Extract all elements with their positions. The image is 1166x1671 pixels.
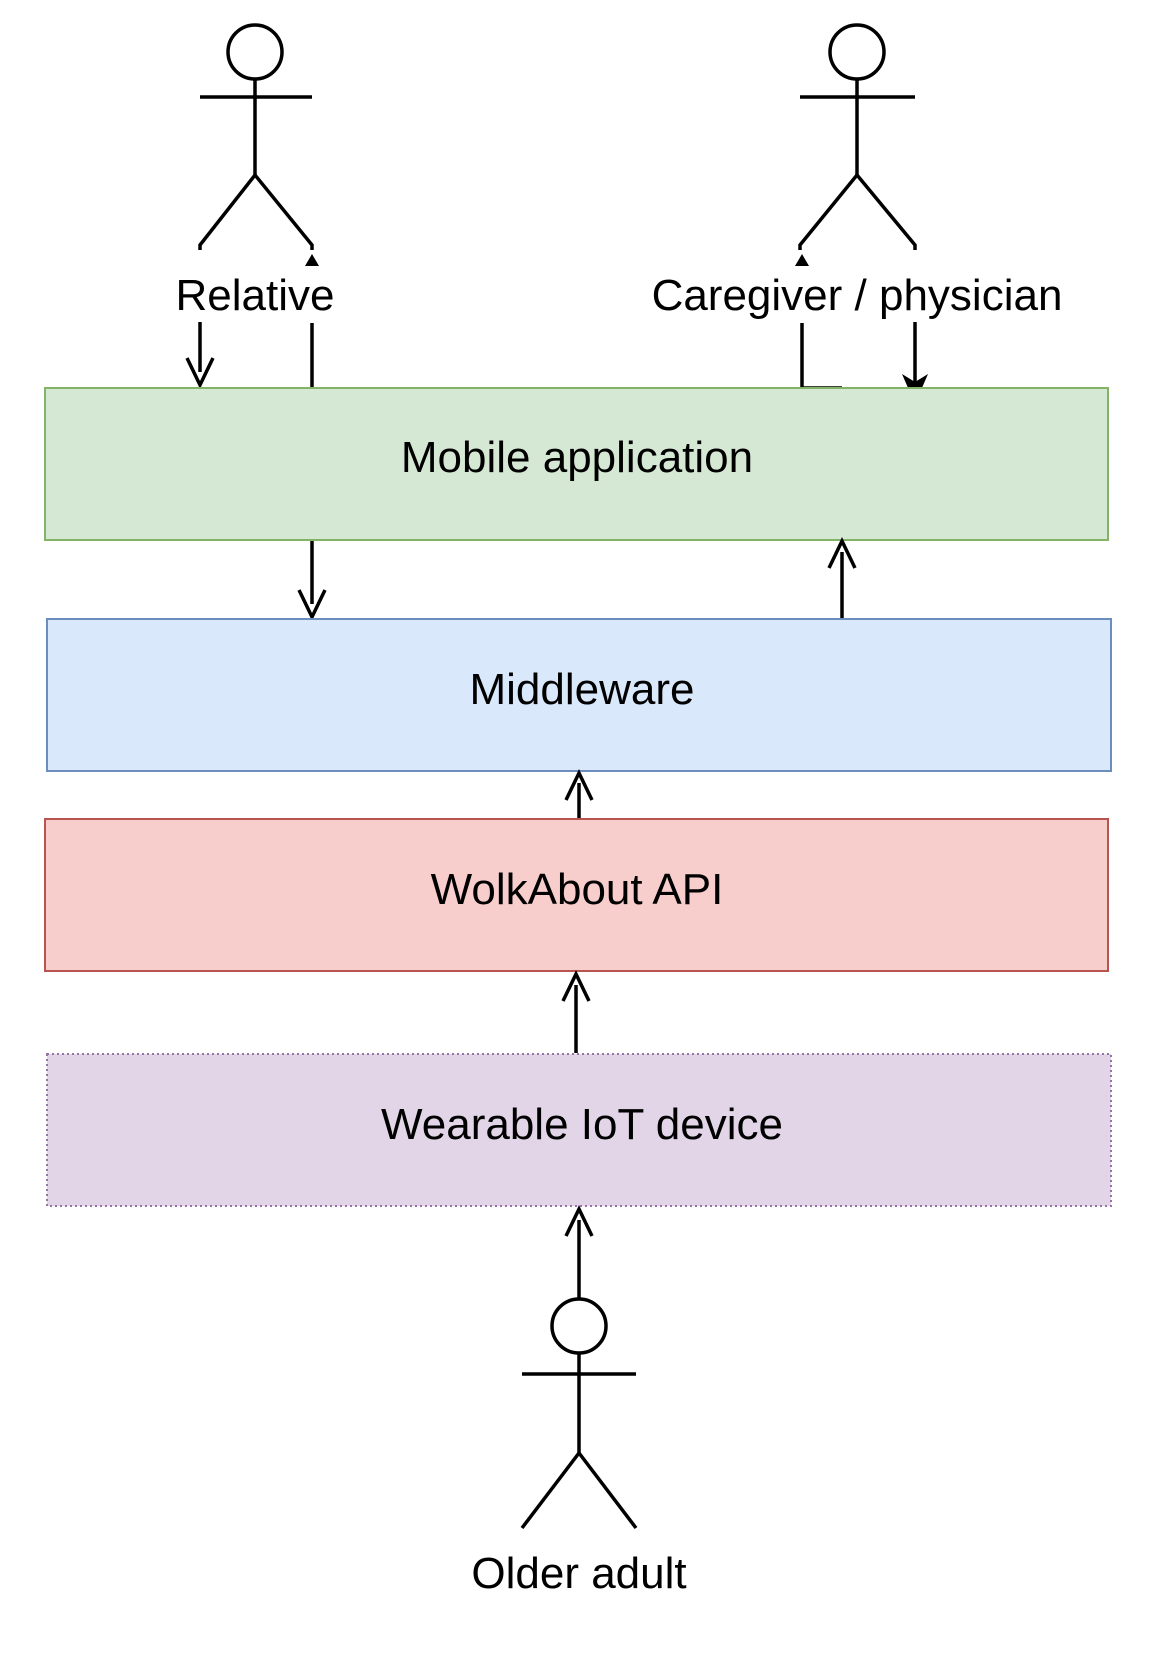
actor-relative: Relative: [176, 23, 335, 320]
actor-older-adult: Older adult: [471, 1297, 687, 1598]
layer-middleware: Middleware: [46, 618, 1112, 772]
relative-head: [226, 23, 284, 81]
middleware-to-mobile-arrowhead: [827, 536, 857, 569]
older-adult-to-wearable-arrowhead: [564, 1204, 594, 1237]
relative-label: Relative: [176, 271, 335, 320]
caregiver-up-arrowhead: [795, 254, 809, 266]
caregiver-legs: [798, 172, 917, 250]
mobile-application-label: Mobile application: [401, 433, 753, 482]
older-adult-wearable-connector: [564, 1204, 594, 1298]
caregiver-label: Caregiver / physician: [652, 271, 1063, 320]
mobile-to-middleware-arrowhead: [297, 589, 327, 622]
middleware-label: Middleware: [470, 665, 695, 714]
older-adult-label: Older adult: [471, 1549, 686, 1598]
relative-legs: [198, 172, 314, 250]
mobile-application-box: [44, 387, 1109, 541]
older-adult-legs: [520, 1450, 638, 1530]
relative-up-arrowhead: [305, 254, 319, 266]
wearable-iot-device-label: Wearable IoT device: [381, 1100, 783, 1149]
caregiver-head: [828, 23, 886, 81]
wearable-wolkabout-connector: [561, 969, 591, 1053]
caregiver-up-line: [800, 323, 842, 390]
layer-mobile-application: Mobile application: [44, 387, 1109, 541]
relative-connectors: [185, 254, 319, 390]
wolkabout-to-middleware-arrowhead: [564, 768, 594, 801]
relative-down-arrowhead: [185, 357, 215, 390]
mobile-middleware-connectors: [297, 536, 857, 622]
wolkabout-middleware-connector: [564, 768, 594, 818]
wearable-iot-device-box: [46, 1053, 1112, 1207]
layer-wolkabout-api: WolkAbout API: [44, 818, 1109, 972]
wolkabout-api-label: WolkAbout API: [431, 865, 724, 914]
wolkabout-api-box: [44, 818, 1109, 972]
actor-caregiver: Caregiver / physician: [652, 23, 1063, 320]
wearable-to-wolkabout-arrowhead: [561, 969, 591, 1002]
older-adult-head: [550, 1297, 608, 1355]
layer-wearable-iot-device: Wearable IoT device: [46, 1053, 1112, 1207]
